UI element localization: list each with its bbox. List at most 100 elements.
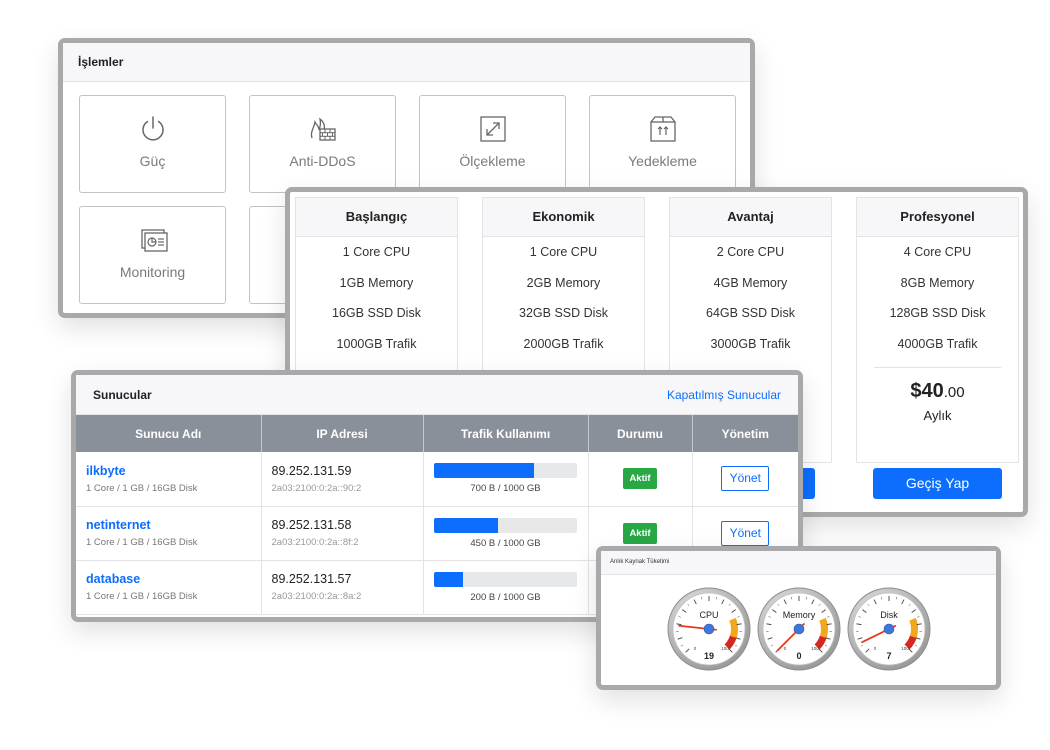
server-spec: 1 Core / 1 GB / 16GB Disk — [86, 537, 198, 548]
tile-power[interactable]: Güç — [79, 95, 226, 193]
traffic-text: 200 B / 1000 GB — [470, 591, 541, 603]
gauge-tick — [770, 644, 774, 647]
gauge-hub — [883, 623, 895, 635]
gauge-value: 0 — [796, 651, 801, 661]
gauge-tick — [908, 648, 913, 653]
gauge-tick — [873, 599, 877, 605]
gauge-tick — [811, 599, 815, 605]
col-header-status[interactable]: Durumu — [588, 415, 693, 452]
server-ipv6: 2a03:2100:0:2a::90:2 — [271, 482, 362, 494]
gauge-tick — [735, 637, 741, 640]
plan-divider — [874, 367, 1001, 368]
gauge-danger-band — [724, 635, 737, 650]
gauge-tick — [915, 637, 921, 640]
gauge-tick — [783, 599, 787, 605]
server-name-link[interactable]: netinternet — [86, 518, 151, 532]
gauge-value: 7 — [886, 651, 891, 661]
gauge-tick — [917, 616, 920, 618]
gauge-tick — [895, 596, 897, 600]
gauge-min-label: 0 — [694, 646, 697, 651]
plan-spec-traffic: 4000GB Trafik — [897, 336, 978, 351]
server-name-link[interactable]: ilkbyte — [86, 463, 126, 478]
gauge-warning-band — [819, 617, 828, 638]
gauge-tick — [860, 644, 864, 647]
plan-spec-memory: 4GB Memory — [713, 275, 788, 290]
plan-spec-traffic: 2000GB Trafik — [523, 336, 604, 351]
manage-button[interactable]: Yönet — [721, 520, 770, 546]
plan-spec-traffic: 3000GB Trafik — [710, 336, 791, 351]
gauge-tick — [768, 616, 771, 618]
gauge-tick — [736, 623, 742, 626]
gauge-max-label: 100 — [721, 646, 729, 651]
tile-monitoring[interactable]: Monitoring — [79, 206, 226, 304]
traffic-bar-fill — [434, 517, 499, 533]
traffic-text: 700 B / 1000 GB — [470, 483, 541, 495]
tile-scaling[interactable]: Ölçekleme — [419, 95, 566, 193]
servers-table: Sunucu Adı IP Adresi Trafik Kullanımı Du… — [76, 415, 798, 615]
closed-servers-link[interactable]: Kapatılmış Sunucular — [666, 388, 781, 402]
tile-backup-label: Yedekleme — [628, 153, 697, 169]
gauge-warning-band — [729, 617, 738, 638]
gauge-label: Disk — [880, 610, 898, 620]
gauge-tick — [693, 599, 697, 605]
col-header-manage[interactable]: Yönetim — [692, 415, 798, 452]
plan-spec-disk: 64GB SSD Disk — [706, 306, 795, 320]
plan-spec-cpu: 4 Core CPU — [903, 245, 972, 259]
plan-title: Profesyonel — [857, 198, 1018, 237]
gauge-warning-band — [909, 617, 918, 638]
server-ipv6: 2a03:2100:0:2a::8f:2 — [271, 537, 359, 548]
col-header-ip[interactable]: IP Adresi — [261, 415, 424, 452]
islemler-window: İşlemler Güç Anti-DDoS — [58, 38, 755, 318]
gauge-tick — [805, 596, 807, 600]
gauge-tick — [818, 648, 823, 653]
col-header-traffic[interactable]: Trafik Kullanımı — [423, 415, 589, 452]
traffic-bar — [434, 517, 577, 533]
col-header-name[interactable]: Sunucu Adı — [76, 415, 262, 452]
gauge-tick — [862, 609, 867, 613]
gauge-tick — [766, 623, 772, 626]
plan-card-profesyonel[interactable]: Profesyonel 4 Core CPU 8GB Memory 128GB … — [856, 197, 1019, 463]
gauge-tick — [682, 609, 687, 613]
gauge-max-label: 100 — [901, 646, 909, 651]
gauge-tick — [914, 644, 918, 647]
servers-window: Sunucular Kapatılmış Sunucular Sunucu Ad… — [71, 370, 803, 622]
gauge-tick — [772, 609, 777, 613]
plan-spec-disk: 128GB SSD Disk — [889, 306, 986, 320]
gauge-tick — [821, 609, 826, 613]
server-ipv4: 89.252.131.57 — [271, 572, 352, 586]
tile-anti-ddos[interactable]: Anti-DDoS — [249, 95, 396, 193]
gauge-tick — [856, 623, 862, 626]
gauge-tick — [901, 599, 905, 605]
power-icon — [141, 116, 164, 141]
gauge-min-label: 0 — [874, 646, 877, 651]
status-badge: Aktif — [623, 522, 657, 544]
plan-spec-memory: 1GB Memory — [339, 275, 414, 290]
gauge-tick — [687, 603, 690, 606]
tile-anti-ddos-label: Anti-DDoS — [289, 153, 356, 169]
table-row: ilkbyte 1 Core / 1 GB / 16GB Disk 89.252… — [76, 452, 798, 507]
firewall-icon — [310, 117, 336, 141]
upgrade-button[interactable]: Geçiş Yap — [873, 468, 1002, 499]
gauge-hub — [793, 623, 805, 635]
server-ipv6: 2a03:2100:0:2a::8a:2 — [271, 591, 362, 602]
servers-title-text: Sunucular — [93, 388, 152, 402]
gauge-tick — [826, 623, 832, 626]
plan-spec-disk: 32GB SSD Disk — [519, 306, 608, 320]
plan-spec-memory: 2GB Memory — [526, 275, 601, 290]
gauge-tick — [715, 596, 717, 600]
gauge-tick — [685, 648, 690, 653]
manage-button[interactable]: Yönet — [721, 466, 770, 492]
table-row: netinternet 1 Core / 1 GB / 16GB Disk 89… — [76, 506, 798, 561]
gauge-min-label: 0 — [784, 646, 787, 651]
gauge-hub — [703, 623, 715, 635]
traffic-bar-fill — [434, 571, 463, 587]
server-spec: 1 Core / 1 GB / 16GB Disk — [86, 482, 198, 494]
server-ipv4: 89.252.131.59 — [271, 463, 352, 478]
plan-spec-cpu: 1 Core CPU — [529, 245, 598, 259]
gauge-tick — [676, 623, 682, 626]
table-header-row: Sunucu Adı IP Adresi Trafik Kullanımı Du… — [76, 415, 798, 452]
gauge-value: 19 — [704, 651, 714, 661]
server-name-link[interactable]: database — [86, 572, 141, 586]
tile-backup[interactable]: Yedekleme — [589, 95, 736, 193]
